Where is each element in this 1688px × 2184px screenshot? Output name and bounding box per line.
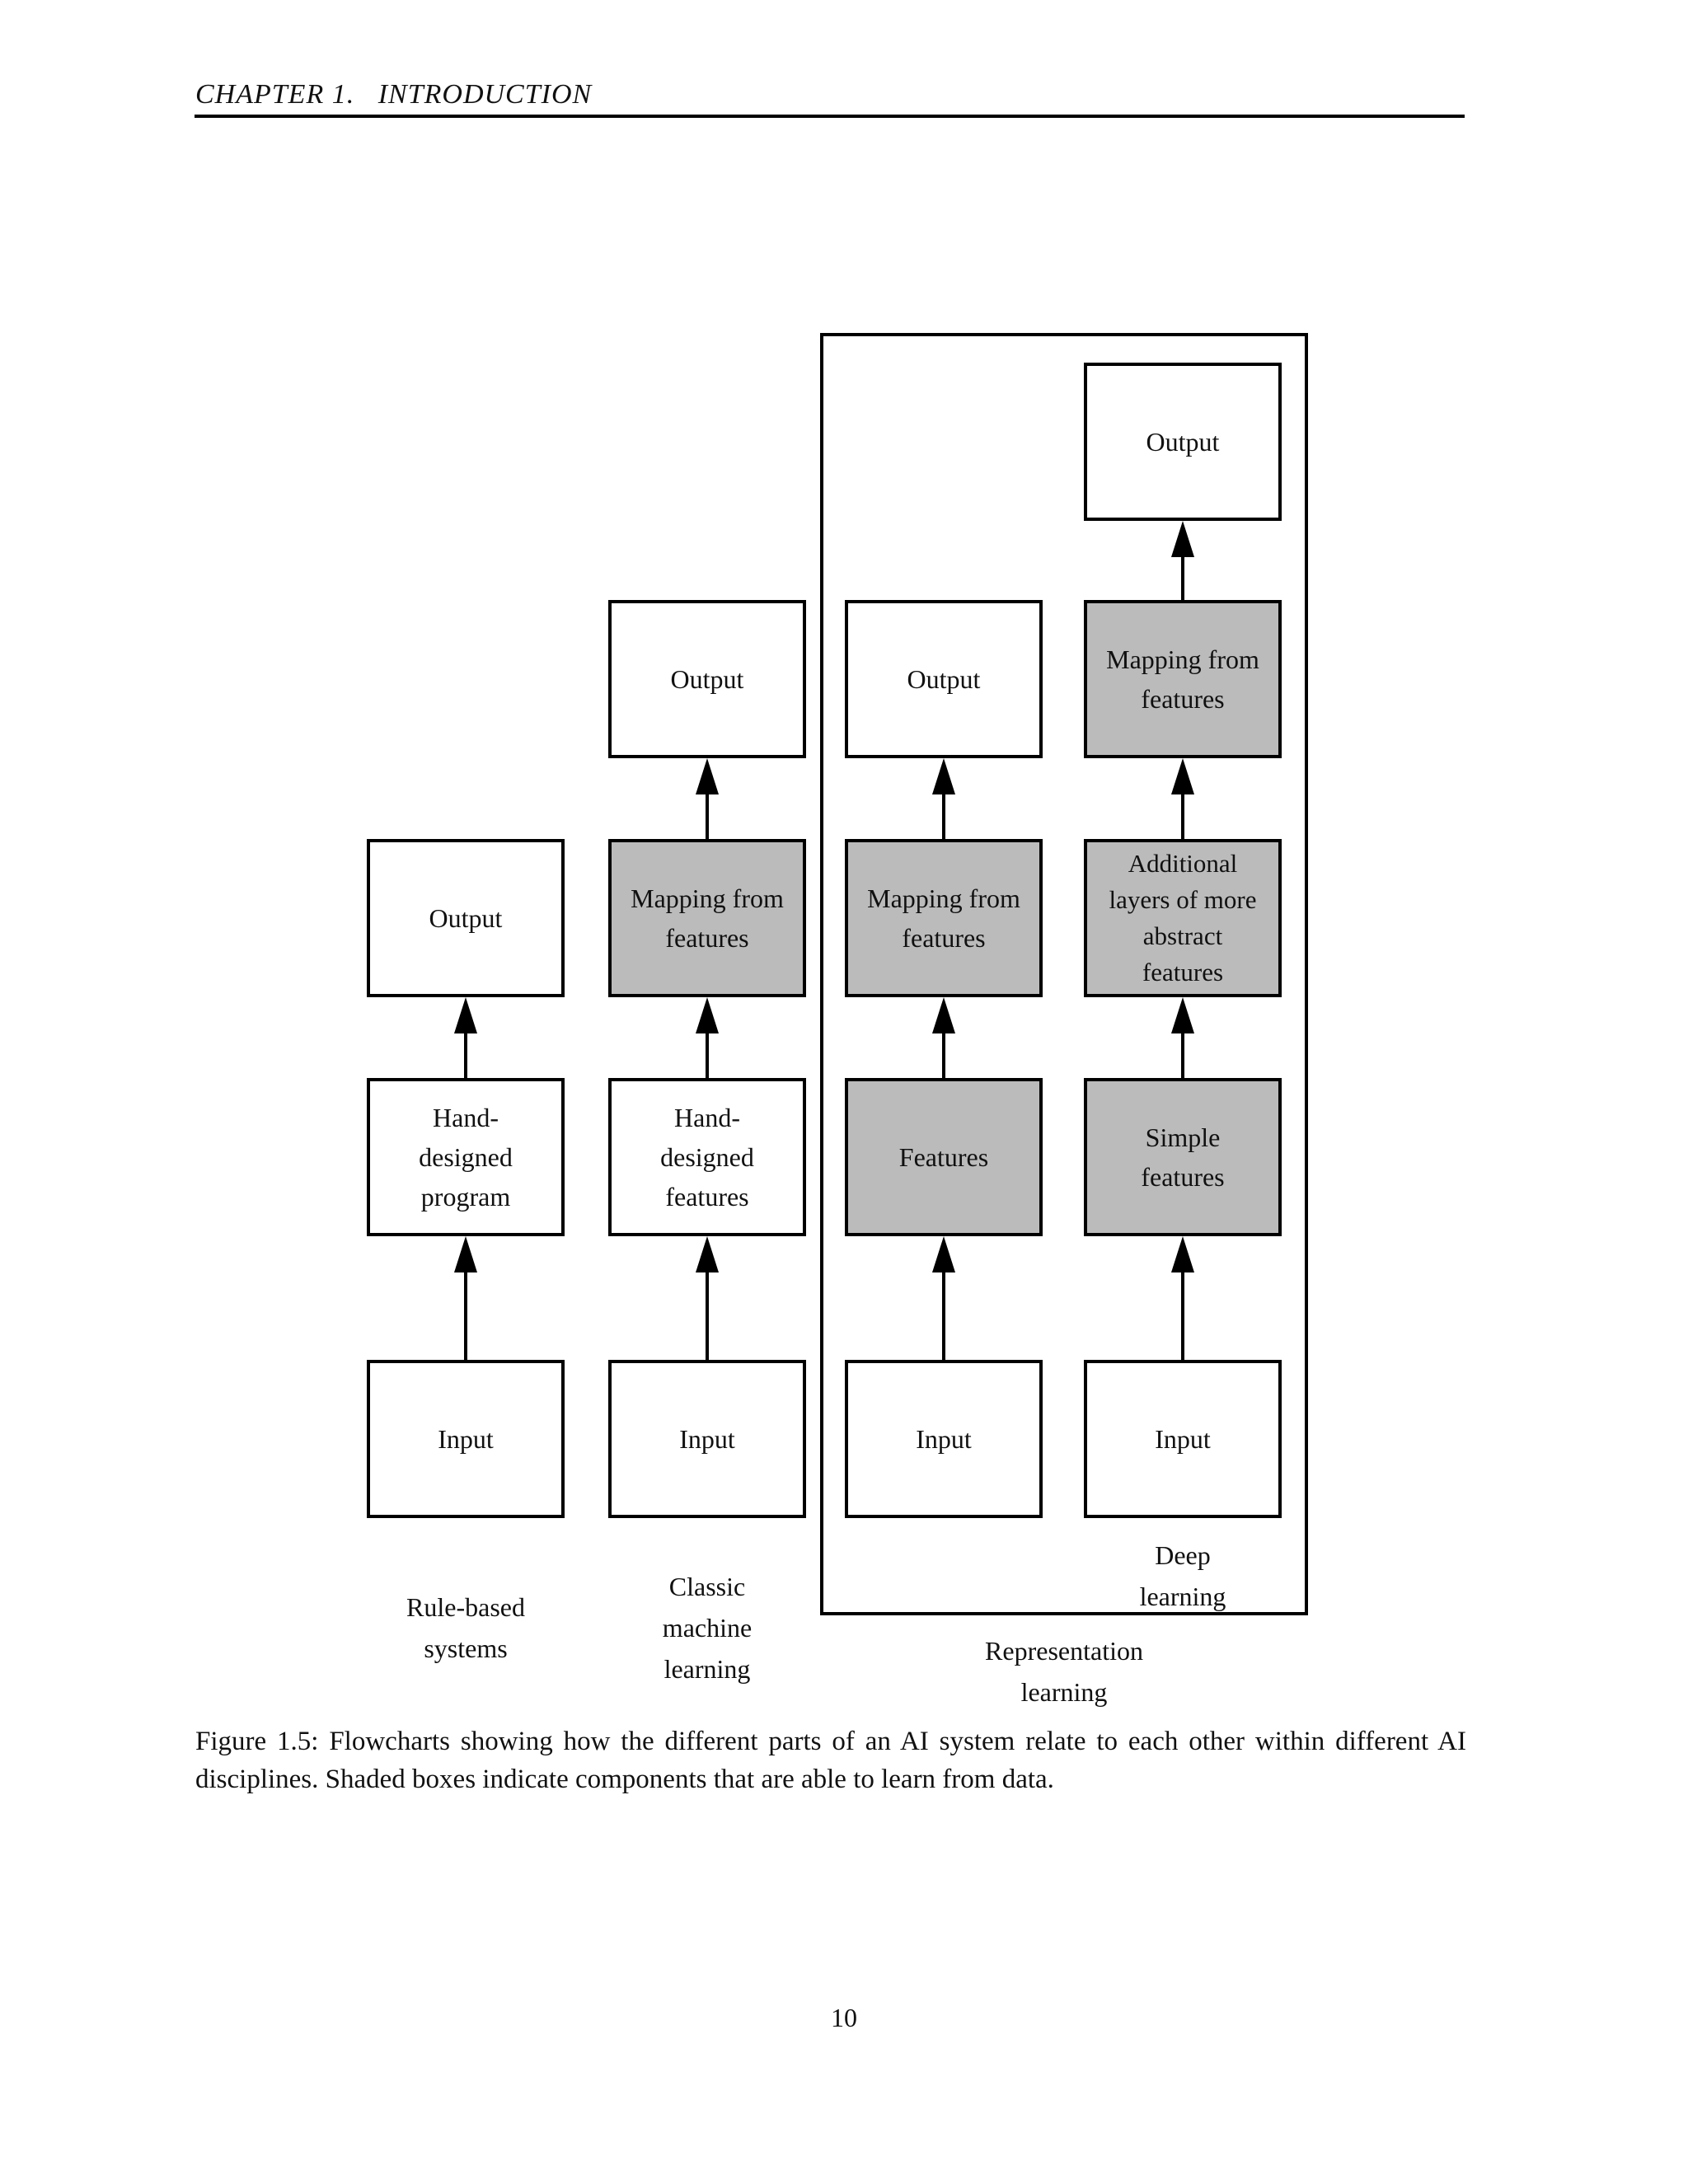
arrow-shaft: [464, 1029, 467, 1078]
arrow-head: [454, 1236, 477, 1272]
arrow-head: [1171, 758, 1194, 794]
label-classic-machine-learning: Classic machine learning: [662, 1572, 753, 1684]
box-additional-abstract-features: Additional layers of more abstract featu…: [1084, 839, 1282, 997]
up-arrow: [1171, 997, 1194, 1078]
box-input-deep: Input: [1084, 1360, 1282, 1518]
box-output-rule-based: Output: [367, 839, 565, 997]
arrow-shaft: [1181, 1029, 1184, 1078]
arrow-shaft: [464, 1268, 467, 1360]
label-rule-based-systems: Rule-based systems: [406, 1592, 525, 1663]
arrow-shaft: [942, 1029, 945, 1078]
up-arrow: [454, 997, 477, 1078]
up-arrow: [1171, 521, 1194, 600]
arrow-head: [932, 997, 955, 1033]
up-arrow: [932, 758, 955, 839]
page-number: 10: [831, 2003, 857, 2032]
arrow-head: [1171, 997, 1194, 1033]
box-hand-designed-program: Hand- designed program: [367, 1078, 565, 1236]
arrow-head: [1171, 521, 1194, 557]
box-hand-designed-features: Hand- designed features: [608, 1078, 806, 1236]
arrow-head: [696, 1236, 719, 1272]
box-input-classic-ml: Input: [608, 1360, 806, 1518]
box-mapping-from-features-deep: Mapping from features: [1084, 600, 1282, 758]
arrow-shaft: [1181, 1268, 1184, 1360]
up-arrow: [1171, 758, 1194, 839]
box-output-classic-ml: Output: [608, 600, 806, 758]
up-arrow: [932, 1236, 955, 1360]
up-arrow: [696, 1236, 719, 1360]
label-deep-learning: Deep learning: [1139, 1540, 1226, 1611]
arrow-head: [696, 758, 719, 794]
box-mapping-from-features-classic-ml: Mapping from features: [608, 839, 806, 997]
up-arrow: [454, 1236, 477, 1360]
arrow-head: [1171, 1236, 1194, 1272]
box-mapping-from-features-representation: Mapping from features: [845, 839, 1043, 997]
up-arrow: [1171, 1236, 1194, 1360]
arrow-shaft: [942, 1268, 945, 1360]
arrow-shaft: [1181, 552, 1184, 600]
up-arrow: [696, 997, 719, 1078]
arrow-head: [454, 997, 477, 1033]
box-input-representation: Input: [845, 1360, 1043, 1518]
box-output-deep: Output: [1084, 363, 1282, 521]
box-input-rule-based: Input: [367, 1360, 565, 1518]
representation-learning-group-box: [820, 333, 1308, 1615]
arrow-head: [696, 997, 719, 1033]
up-arrow: [932, 997, 955, 1078]
box-features: Features: [845, 1078, 1043, 1236]
label-representation-learning: Representation learning: [985, 1636, 1143, 1707]
arrow-shaft: [706, 1268, 709, 1360]
arrow-shaft: [706, 1029, 709, 1078]
arrow-shaft: [706, 790, 709, 839]
arrow-head: [932, 758, 955, 794]
figure-caption: Figure 1.5: Flowcharts showing how the d…: [195, 1727, 1466, 1794]
box-output-representation: Output: [845, 600, 1043, 758]
arrow-shaft: [942, 790, 945, 839]
chapter-header: CHAPTER 1. INTRODUCTION: [195, 79, 593, 110]
arrow-shaft: [1181, 790, 1184, 839]
box-simple-features: Simple features: [1084, 1078, 1282, 1236]
up-arrow: [696, 758, 719, 839]
header-rule: [195, 115, 1465, 118]
arrow-head: [932, 1236, 955, 1272]
